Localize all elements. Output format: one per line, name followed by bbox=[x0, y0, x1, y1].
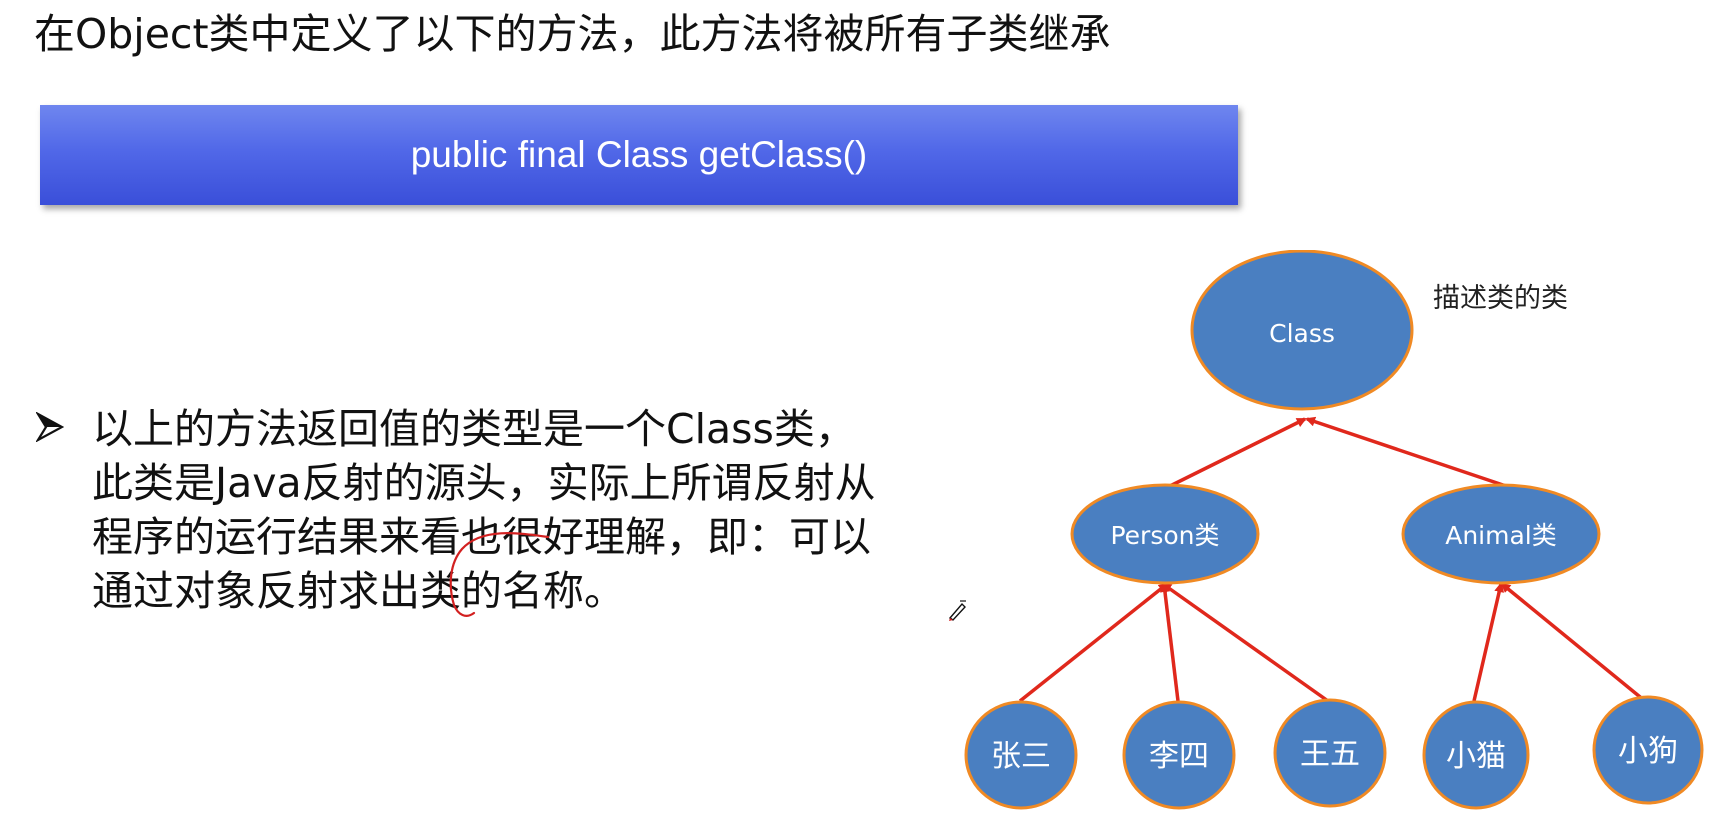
node-cat: 小猫 bbox=[1422, 700, 1530, 810]
node-zhangsan: 张三 bbox=[964, 700, 1078, 810]
node-label-person: Person类 bbox=[1110, 521, 1219, 550]
node-animal: Animal类 bbox=[1401, 483, 1601, 585]
node-wangwu: 王五 bbox=[1273, 698, 1387, 808]
arrow-bullet-icon bbox=[36, 412, 64, 442]
node-label-class: Class bbox=[1269, 319, 1335, 348]
edge-zhangsan-person bbox=[1018, 582, 1169, 703]
node-lisi: 李四 bbox=[1122, 700, 1236, 810]
edge-wangwu-person bbox=[1161, 582, 1330, 703]
slide-title: 在Object类中定义了以下的方法，此方法将被所有子类继承 bbox=[34, 10, 1111, 58]
pen-annotation bbox=[449, 532, 550, 617]
node-label-lisi: 李四 bbox=[1149, 739, 1209, 774]
node-label-dog: 小狗 bbox=[1618, 734, 1678, 769]
bullet-text: 以上的方法返回值的类型是一个Class类，此类是Java反射的源头，实际上所谓反… bbox=[92, 405, 876, 615]
root-note: 描述类的类 bbox=[1433, 283, 1568, 314]
code-banner: public final Class getClass() bbox=[40, 105, 1238, 205]
node-dog: 小狗 bbox=[1592, 695, 1704, 805]
edge-person-class bbox=[1169, 417, 1307, 488]
node-class: Class bbox=[1190, 250, 1414, 411]
edge-dog-animal bbox=[1500, 582, 1647, 703]
code-line: public final Class getClass() bbox=[410, 134, 868, 175]
node-label-wangwu: 王五 bbox=[1300, 737, 1360, 772]
edge-cat-animal bbox=[1472, 582, 1505, 702]
pen-cursor-icon bbox=[948, 600, 966, 621]
node-label-zhangsan: 张三 bbox=[991, 739, 1051, 774]
edge-animal-class bbox=[1305, 416, 1507, 488]
class-hierarchy-diagram: Class 描述类的类 Person类 Animal类 张三 李四 王五 小猫 … bbox=[964, 250, 1704, 810]
node-label-animal: Animal类 bbox=[1445, 521, 1557, 550]
edge-lisi-person bbox=[1159, 582, 1180, 702]
node-label-cat: 小猫 bbox=[1446, 739, 1506, 774]
node-person: Person类 bbox=[1070, 483, 1260, 585]
